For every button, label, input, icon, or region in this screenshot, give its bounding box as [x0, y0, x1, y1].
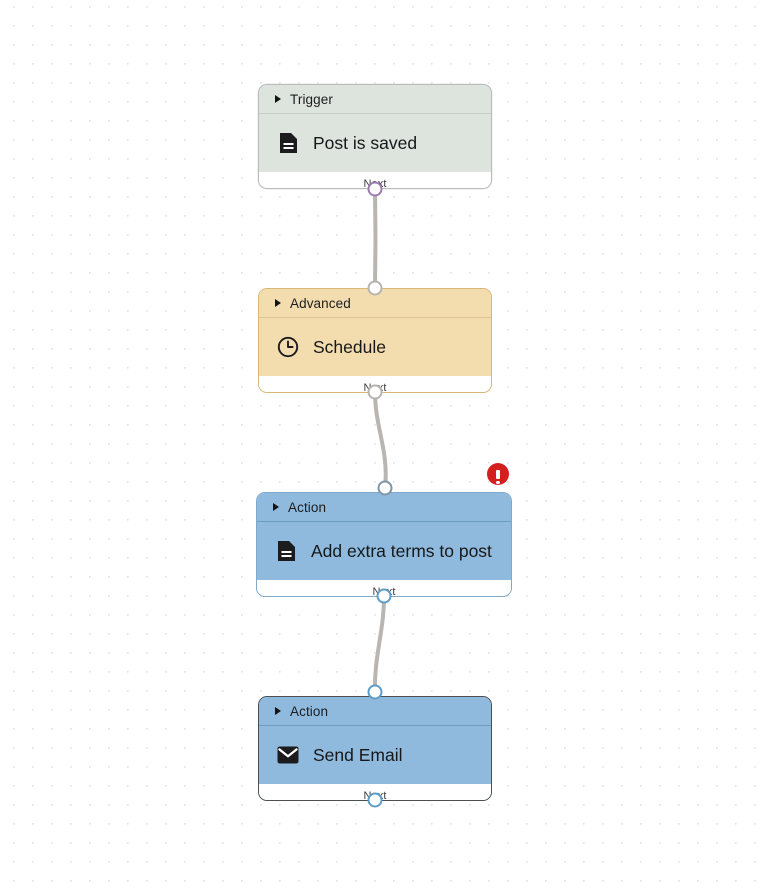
edge-trigger-to-advanced — [373, 187, 378, 290]
error-badge[interactable] — [487, 463, 509, 485]
node-body[interactable]: Add extra terms to post — [257, 522, 511, 580]
port-action1-output[interactable] — [376, 588, 392, 604]
node-title: Add extra terms to post — [311, 540, 492, 561]
port-advanced-input[interactable] — [367, 280, 383, 296]
node-kind-label: Action — [290, 703, 329, 719]
clock-icon — [277, 336, 299, 358]
node-title: Post is saved — [313, 132, 418, 153]
node-title: Schedule — [313, 336, 386, 357]
node-kind-label: Trigger — [290, 91, 333, 107]
node-header[interactable]: Action — [257, 493, 511, 522]
envelope-icon — [277, 744, 299, 766]
chevron-right-icon[interactable] — [275, 299, 281, 307]
node-body[interactable]: Schedule — [259, 318, 491, 376]
node-action-send-email[interactable]: Action Send Email Next — [258, 696, 492, 801]
node-header[interactable]: Trigger — [259, 85, 491, 114]
port-action1-input[interactable] — [377, 480, 393, 496]
document-icon — [275, 540, 297, 562]
node-action-add-extra-terms[interactable]: Action Add extra terms to post Next — [256, 492, 512, 597]
chevron-right-icon[interactable] — [275, 707, 281, 715]
chevron-right-icon[interactable] — [275, 95, 281, 103]
node-header[interactable]: Action — [259, 697, 491, 726]
port-trigger-output[interactable] — [367, 181, 383, 197]
document-icon — [277, 132, 299, 154]
port-advanced-output[interactable] — [367, 384, 383, 400]
node-body[interactable]: Post is saved — [259, 114, 491, 172]
port-action2-output[interactable] — [367, 792, 383, 808]
node-kind-label: Advanced — [290, 295, 351, 311]
node-title: Send Email — [313, 744, 403, 765]
edge-action1-to-action2 — [372, 594, 386, 694]
node-trigger-post-is-saved[interactable]: Trigger Post is saved Next — [258, 84, 492, 189]
chevron-right-icon[interactable] — [273, 503, 279, 511]
node-body[interactable]: Send Email — [259, 726, 491, 784]
edge-advanced-to-action1 — [373, 390, 388, 490]
node-advanced-schedule[interactable]: Advanced Schedule Next — [258, 288, 492, 393]
exclamation-icon — [496, 469, 500, 484]
port-action2-input[interactable] — [367, 684, 383, 700]
node-kind-label: Action — [288, 499, 327, 515]
